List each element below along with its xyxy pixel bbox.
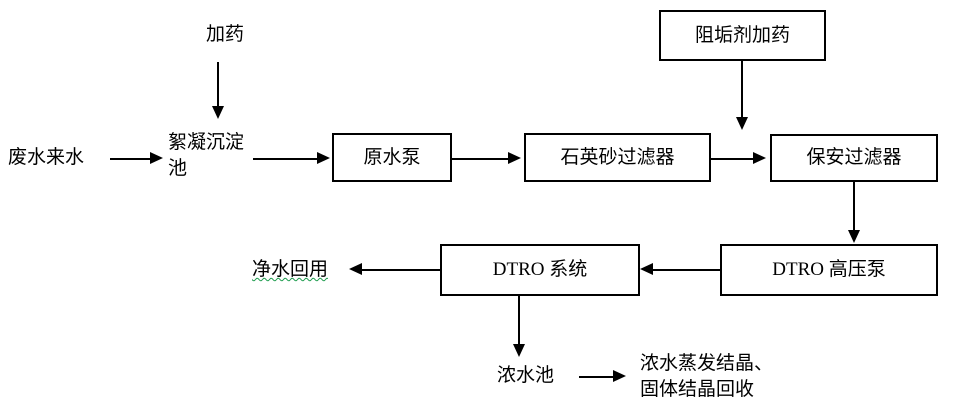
connector-antiscalant-to-security-filter: [741, 61, 743, 119]
arrowhead-concentrate-pond-to-crystallization-icon: [613, 370, 626, 382]
connector-dtro-system-to-concentrate-pond: [518, 296, 520, 346]
label-evaporation-crystallization: 浓水蒸发结晶、 固体结晶回收: [640, 353, 774, 400]
arrowhead-dtro-system-to-concentrate-pond-icon: [513, 344, 525, 357]
arrowhead-dosing-to-flocculation-icon: [212, 106, 224, 119]
arrowhead-hp-pump-to-dtro-system-icon: [640, 263, 653, 275]
connector-raw-pump-to-quartz-filter: [452, 158, 510, 160]
arrowhead-antiscalant-to-security-filter-icon: [736, 117, 748, 130]
arrowhead-inflow-to-flocculation-icon: [150, 152, 163, 164]
label-wastewater-inflow: 废水来水: [8, 147, 85, 168]
arrowhead-dtro-system-to-reuse-icon: [349, 263, 362, 275]
arrowhead-raw-pump-to-quartz-filter-icon: [508, 152, 521, 164]
box-raw-water-pump[interactable]: 原水泵: [332, 133, 452, 182]
arrowhead-security-filter-to-hp-pump-icon: [848, 230, 860, 243]
box-antiscalant-dosing[interactable]: 阻垢剂加药: [659, 10, 826, 61]
label-concentrate-pond: 浓水池: [497, 365, 555, 386]
connector-dtro-system-to-reuse: [362, 269, 440, 271]
box-dtro-system[interactable]: DTRO 系统: [440, 244, 640, 296]
connector-flocculation-to-raw-pump: [253, 158, 319, 160]
arrowhead-flocculation-to-raw-pump-icon: [317, 152, 330, 164]
box-quartz-sand-filter[interactable]: 石英砂过滤器: [524, 133, 711, 182]
label-flocculation-basin: 絮凝沉淀 池: [168, 132, 245, 179]
label-purified-water-reuse: 净水回用: [252, 259, 329, 280]
connector-quartz-filter-to-security-filter: [711, 158, 755, 160]
connector-inflow-to-flocculation: [110, 158, 152, 160]
connector-concentrate-pond-to-crystallization: [579, 376, 615, 378]
connector-dosing-to-flocculation: [217, 62, 219, 108]
connector-hp-pump-to-dtro-system: [653, 269, 720, 271]
box-security-filter[interactable]: 保安过滤器: [770, 134, 938, 182]
arrowhead-quartz-filter-to-security-filter-icon: [753, 152, 766, 164]
label-dosing: 加药: [205, 24, 244, 45]
connector-security-filter-to-hp-pump: [853, 182, 855, 232]
box-dtro-high-pressure-pump[interactable]: DTRO 高压泵: [720, 244, 938, 296]
